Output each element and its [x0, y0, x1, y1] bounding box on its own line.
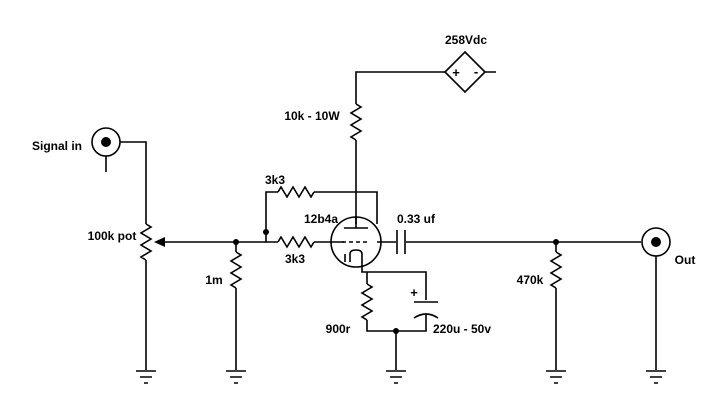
signal-in-label: Signal in — [32, 139, 82, 153]
capacitor-plus-sign: + — [410, 285, 418, 300]
feedback-wire — [265, 191, 378, 232]
vacuum-tube — [330, 216, 382, 273]
junction-dot — [263, 229, 269, 235]
load-resistor — [549, 251, 563, 289]
supply-wire — [355, 71, 496, 104]
load-resistor-label: 470k — [517, 273, 544, 287]
grid-leak-label: 1m — [205, 273, 222, 287]
cathode-capacitor-label: 220u - 50v — [433, 322, 491, 336]
output-label: Out — [675, 253, 696, 267]
cathode-return-wire — [366, 315, 427, 370]
potentiometer — [139, 223, 153, 261]
feedback-resistor — [277, 185, 315, 199]
source-minus-sign: - — [474, 64, 478, 79]
supply-label: 258Vdc — [445, 33, 487, 47]
junction-dot — [393, 328, 399, 334]
tube-label: 12b4a — [304, 212, 338, 226]
output-jack — [641, 227, 671, 257]
cathode-wire — [366, 271, 427, 300]
coupling-capacitor-label: 0.33 uf — [397, 212, 436, 226]
input-wire — [120, 141, 147, 224]
ground-symbol-output — [646, 370, 666, 384]
pot-label: 100k pot — [88, 229, 137, 243]
cathode-capacitor: + — [410, 285, 439, 319]
ground-symbol-pot — [136, 370, 156, 384]
ground-symbol-grid — [226, 370, 246, 384]
junction-dot — [233, 239, 239, 245]
source-plus-sign: + — [452, 65, 460, 80]
dc-voltage-source: + - — [443, 50, 487, 94]
coupling-capacitor — [396, 230, 406, 254]
cathode-resistor — [360, 283, 374, 321]
grid-resistor-label: 3k3 — [285, 252, 305, 266]
ground-symbol-cathode — [386, 370, 406, 384]
grid-leak-resistor — [229, 251, 243, 289]
junction-dot — [553, 239, 559, 245]
grid-wire — [265, 232, 344, 243]
plate-resistor — [349, 103, 363, 141]
grid-resistor — [277, 235, 315, 249]
ground-symbol-load — [546, 370, 566, 384]
pot-wiper-arrow — [154, 237, 165, 247]
signal-input-jack — [91, 127, 121, 172]
cathode-resistor-label: 900r — [326, 322, 351, 336]
feedback-resistor-label: 3k3 — [265, 173, 285, 187]
plate-resistor-label: 10k - 10W — [284, 109, 340, 123]
